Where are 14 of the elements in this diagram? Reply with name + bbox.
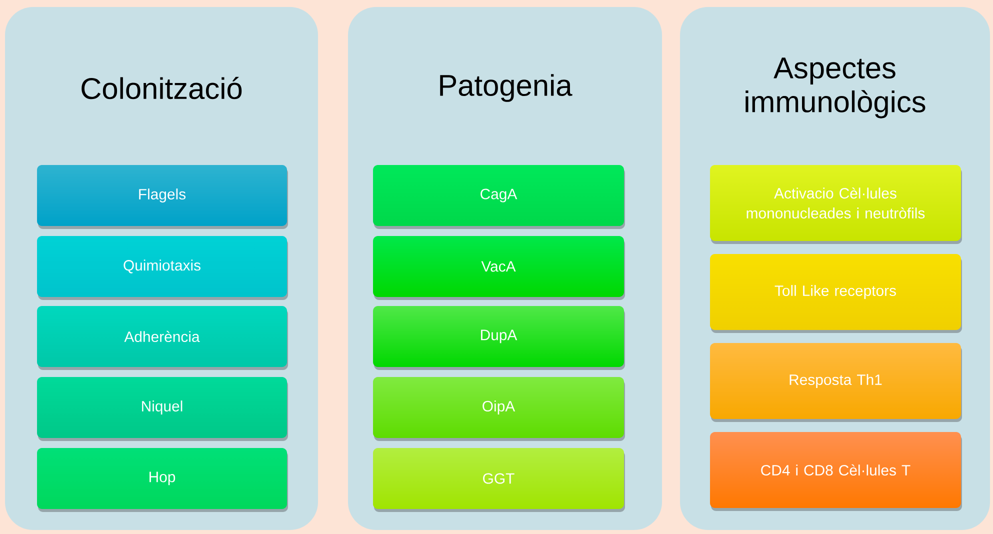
item-box: VacA [373, 236, 625, 300]
item-box: Adherència [37, 306, 288, 370]
item-box: GGT [373, 448, 625, 512]
item-box: CD4 i CD8 Cèl·lules T [710, 432, 962, 511]
item-box: Resposta Th1 [710, 343, 962, 422]
item-box: Niquel [37, 377, 288, 441]
item-box: OipA [373, 377, 625, 441]
item-box: Hop [37, 448, 288, 512]
item-box: CagA [373, 165, 625, 229]
item-box: Flagels [37, 165, 288, 229]
item-box: Quimiotaxis [37, 236, 288, 300]
item-box: Activacio Cèl·lules mononucleades i neutròfils [710, 165, 962, 244]
item-box: DupA [373, 306, 625, 370]
item-box: Toll Like receptors [710, 254, 962, 333]
